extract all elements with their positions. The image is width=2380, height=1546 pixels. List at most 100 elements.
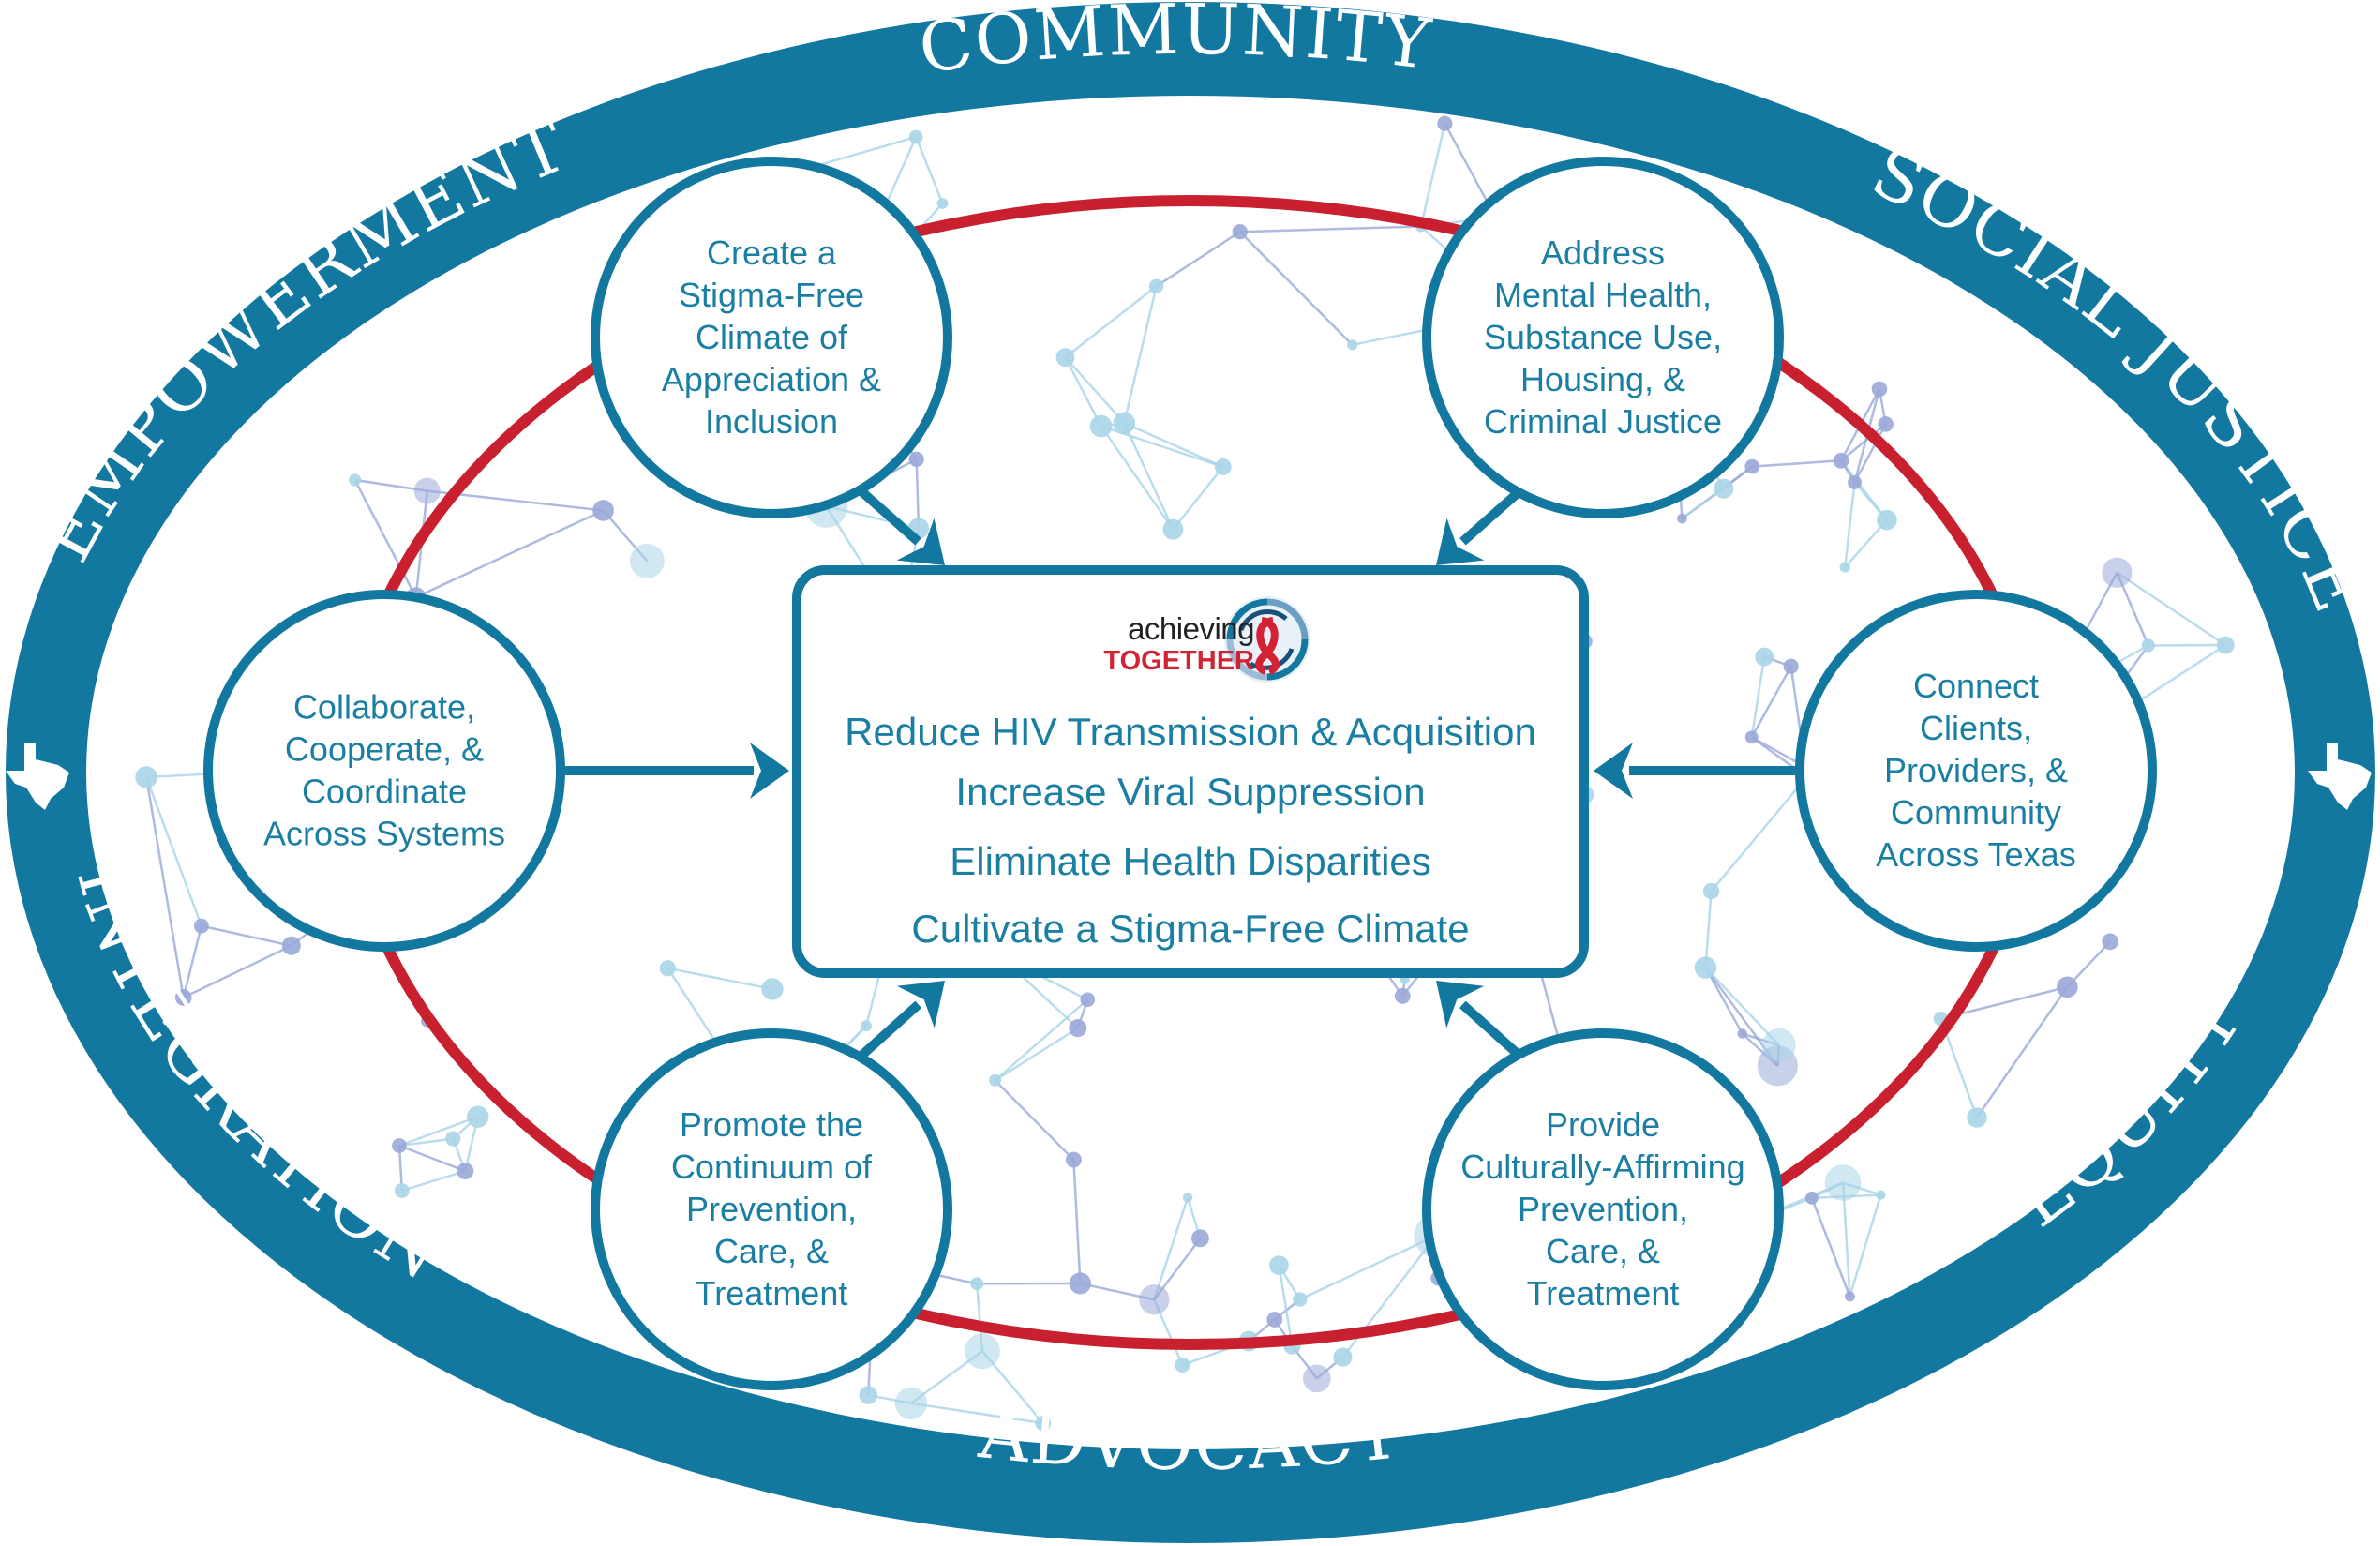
network-node — [2216, 636, 2235, 654]
network-link — [1704, 891, 1713, 968]
network-node — [908, 451, 924, 467]
network-link — [915, 458, 921, 529]
network-link — [1100, 425, 1175, 531]
logo-together: TOGETHER — [1103, 646, 1254, 676]
strategy-line: Community — [1891, 793, 2061, 832]
network-node — [859, 1386, 878, 1404]
network-node — [1761, 1028, 1796, 1062]
network-link — [1810, 1197, 1851, 1298]
network-link — [1072, 1159, 1082, 1284]
network-link — [1064, 356, 1126, 425]
strategy-line: Clients, — [1920, 709, 2032, 747]
network-node — [2102, 557, 2133, 588]
strategy-collaborate-systems: Collaborate,Cooperate, &CoordinateAcross… — [203, 590, 565, 952]
network-node — [1232, 224, 1248, 240]
network-link — [1841, 1182, 1851, 1297]
network-node — [1844, 1291, 1855, 1302]
arrows — [563, 488, 1798, 1058]
network-node — [1877, 509, 1897, 531]
network-node — [413, 477, 441, 504]
network-link — [353, 479, 417, 598]
goal-reduce-hiv: Reduce HIV Transmission & Acquisition — [845, 710, 1536, 754]
strategy-line: Climate of — [696, 318, 848, 356]
network-link — [1752, 459, 1842, 468]
network-node — [135, 766, 157, 788]
network-node — [1437, 115, 1453, 131]
network-node — [1878, 416, 1894, 432]
strategy-circle — [1422, 157, 1784, 518]
network-node — [1677, 513, 1687, 524]
network-node — [964, 1333, 1000, 1370]
network-link — [1704, 967, 1744, 1035]
network-link — [1238, 231, 1354, 346]
strategy-circle — [203, 590, 565, 952]
network-link — [1419, 123, 1446, 227]
network-node — [761, 978, 784, 1000]
network-node — [1113, 412, 1136, 434]
arrow — [1594, 743, 1798, 799]
network-node — [2102, 933, 2118, 951]
network-node — [174, 989, 192, 1006]
network-node — [1035, 1415, 1052, 1432]
network-node — [1394, 987, 1411, 1004]
strategy-circle — [591, 157, 952, 518]
network-link — [1153, 1196, 1190, 1300]
network-link — [1849, 1194, 1882, 1298]
strategy-line: Appreciation & — [662, 360, 881, 398]
network-node — [392, 1138, 407, 1153]
network-node — [1055, 348, 1075, 368]
network-node — [970, 1277, 984, 1291]
strategy-line: Provide — [1546, 1105, 1660, 1144]
network-link — [397, 1145, 404, 1192]
strategy-line: Culturally-Affirming — [1460, 1148, 1744, 1186]
strategy-line: Providers, & — [1884, 751, 2068, 789]
achieving-together-logo: achieving TOGETHER — [1103, 596, 1310, 683]
network-node — [1804, 1191, 1819, 1205]
network-link — [201, 924, 292, 947]
network-link — [398, 1144, 466, 1173]
texas-icon — [6, 743, 69, 810]
strategy-line: Housing, & — [1520, 360, 1685, 398]
network-node — [1302, 1364, 1331, 1393]
network-node — [467, 1105, 489, 1128]
network-node — [1783, 658, 1799, 674]
network-link — [915, 136, 944, 204]
strategy-circle — [1422, 1028, 1784, 1390]
network-link — [910, 1402, 1044, 1425]
strategy-line: Stigma-Free — [679, 276, 864, 314]
network-link — [1840, 423, 1887, 462]
strategy-line: Criminal Justice — [1484, 402, 1722, 441]
network-node — [1148, 278, 1164, 293]
ring-word-advocacy: ADVOCACY — [975, 1393, 1405, 1486]
network-link — [1123, 285, 1158, 424]
network-node — [1293, 1292, 1308, 1307]
network-node — [1744, 730, 1759, 744]
network-node — [1848, 475, 1863, 489]
network-node — [1182, 1193, 1193, 1203]
network-node — [2141, 638, 2155, 653]
goal-viral-suppression: Increase Viral Suppression — [955, 770, 1425, 814]
logo-achieving: achieving — [1128, 611, 1254, 646]
network-link — [994, 1079, 1075, 1161]
strategy-line: Create a — [707, 233, 837, 272]
network-node — [1744, 458, 1760, 474]
network-node — [1702, 882, 1720, 900]
network-node — [1139, 1284, 1170, 1315]
network-node — [348, 473, 362, 487]
arrow — [859, 981, 945, 1058]
arrow — [563, 743, 789, 799]
network-link — [994, 998, 1089, 1082]
ribbon-swirl-icon — [1224, 596, 1310, 683]
network-node — [592, 500, 614, 521]
network-node — [2057, 976, 2078, 998]
strategy-line: Treatment — [696, 1274, 848, 1313]
network-node — [861, 1020, 872, 1032]
network-link — [1123, 422, 1224, 469]
network-node — [1824, 1164, 1862, 1201]
network-link — [1840, 459, 1888, 521]
